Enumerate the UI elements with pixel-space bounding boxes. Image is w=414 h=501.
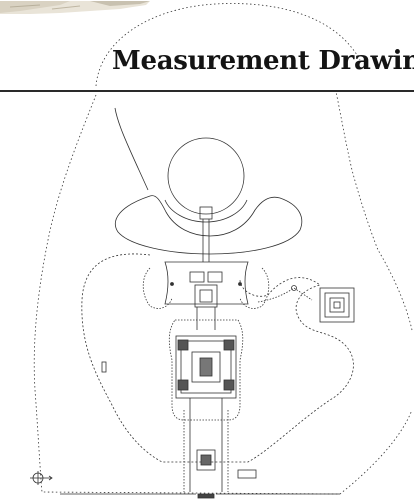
north-gate — [199, 206, 213, 220]
north-arrow-icon — [30, 471, 53, 485]
entry-gate — [197, 493, 215, 499]
main-temple-sanctum — [191, 351, 221, 383]
circular-platform-ring — [164, 199, 248, 223]
east-pagoda — [319, 287, 355, 323]
page-title: Measurement Drawin — [112, 46, 414, 76]
title-rule — [0, 90, 414, 92]
corner-photo-fragment — [0, 0, 150, 14]
south-gate-shrine — [196, 449, 216, 471]
garden-outline — [81, 253, 354, 463]
site-boundary — [33, 91, 413, 495]
circular-platform — [167, 137, 245, 215]
upper-shrine — [194, 284, 218, 308]
main-temple-outer — [175, 335, 237, 399]
crescent-moat — [114, 107, 303, 255]
upper-terrace — [164, 261, 249, 305]
site-boundary-top — [95, 3, 361, 87]
east-pathway — [257, 287, 313, 303]
temple-moat — [168, 319, 244, 421]
